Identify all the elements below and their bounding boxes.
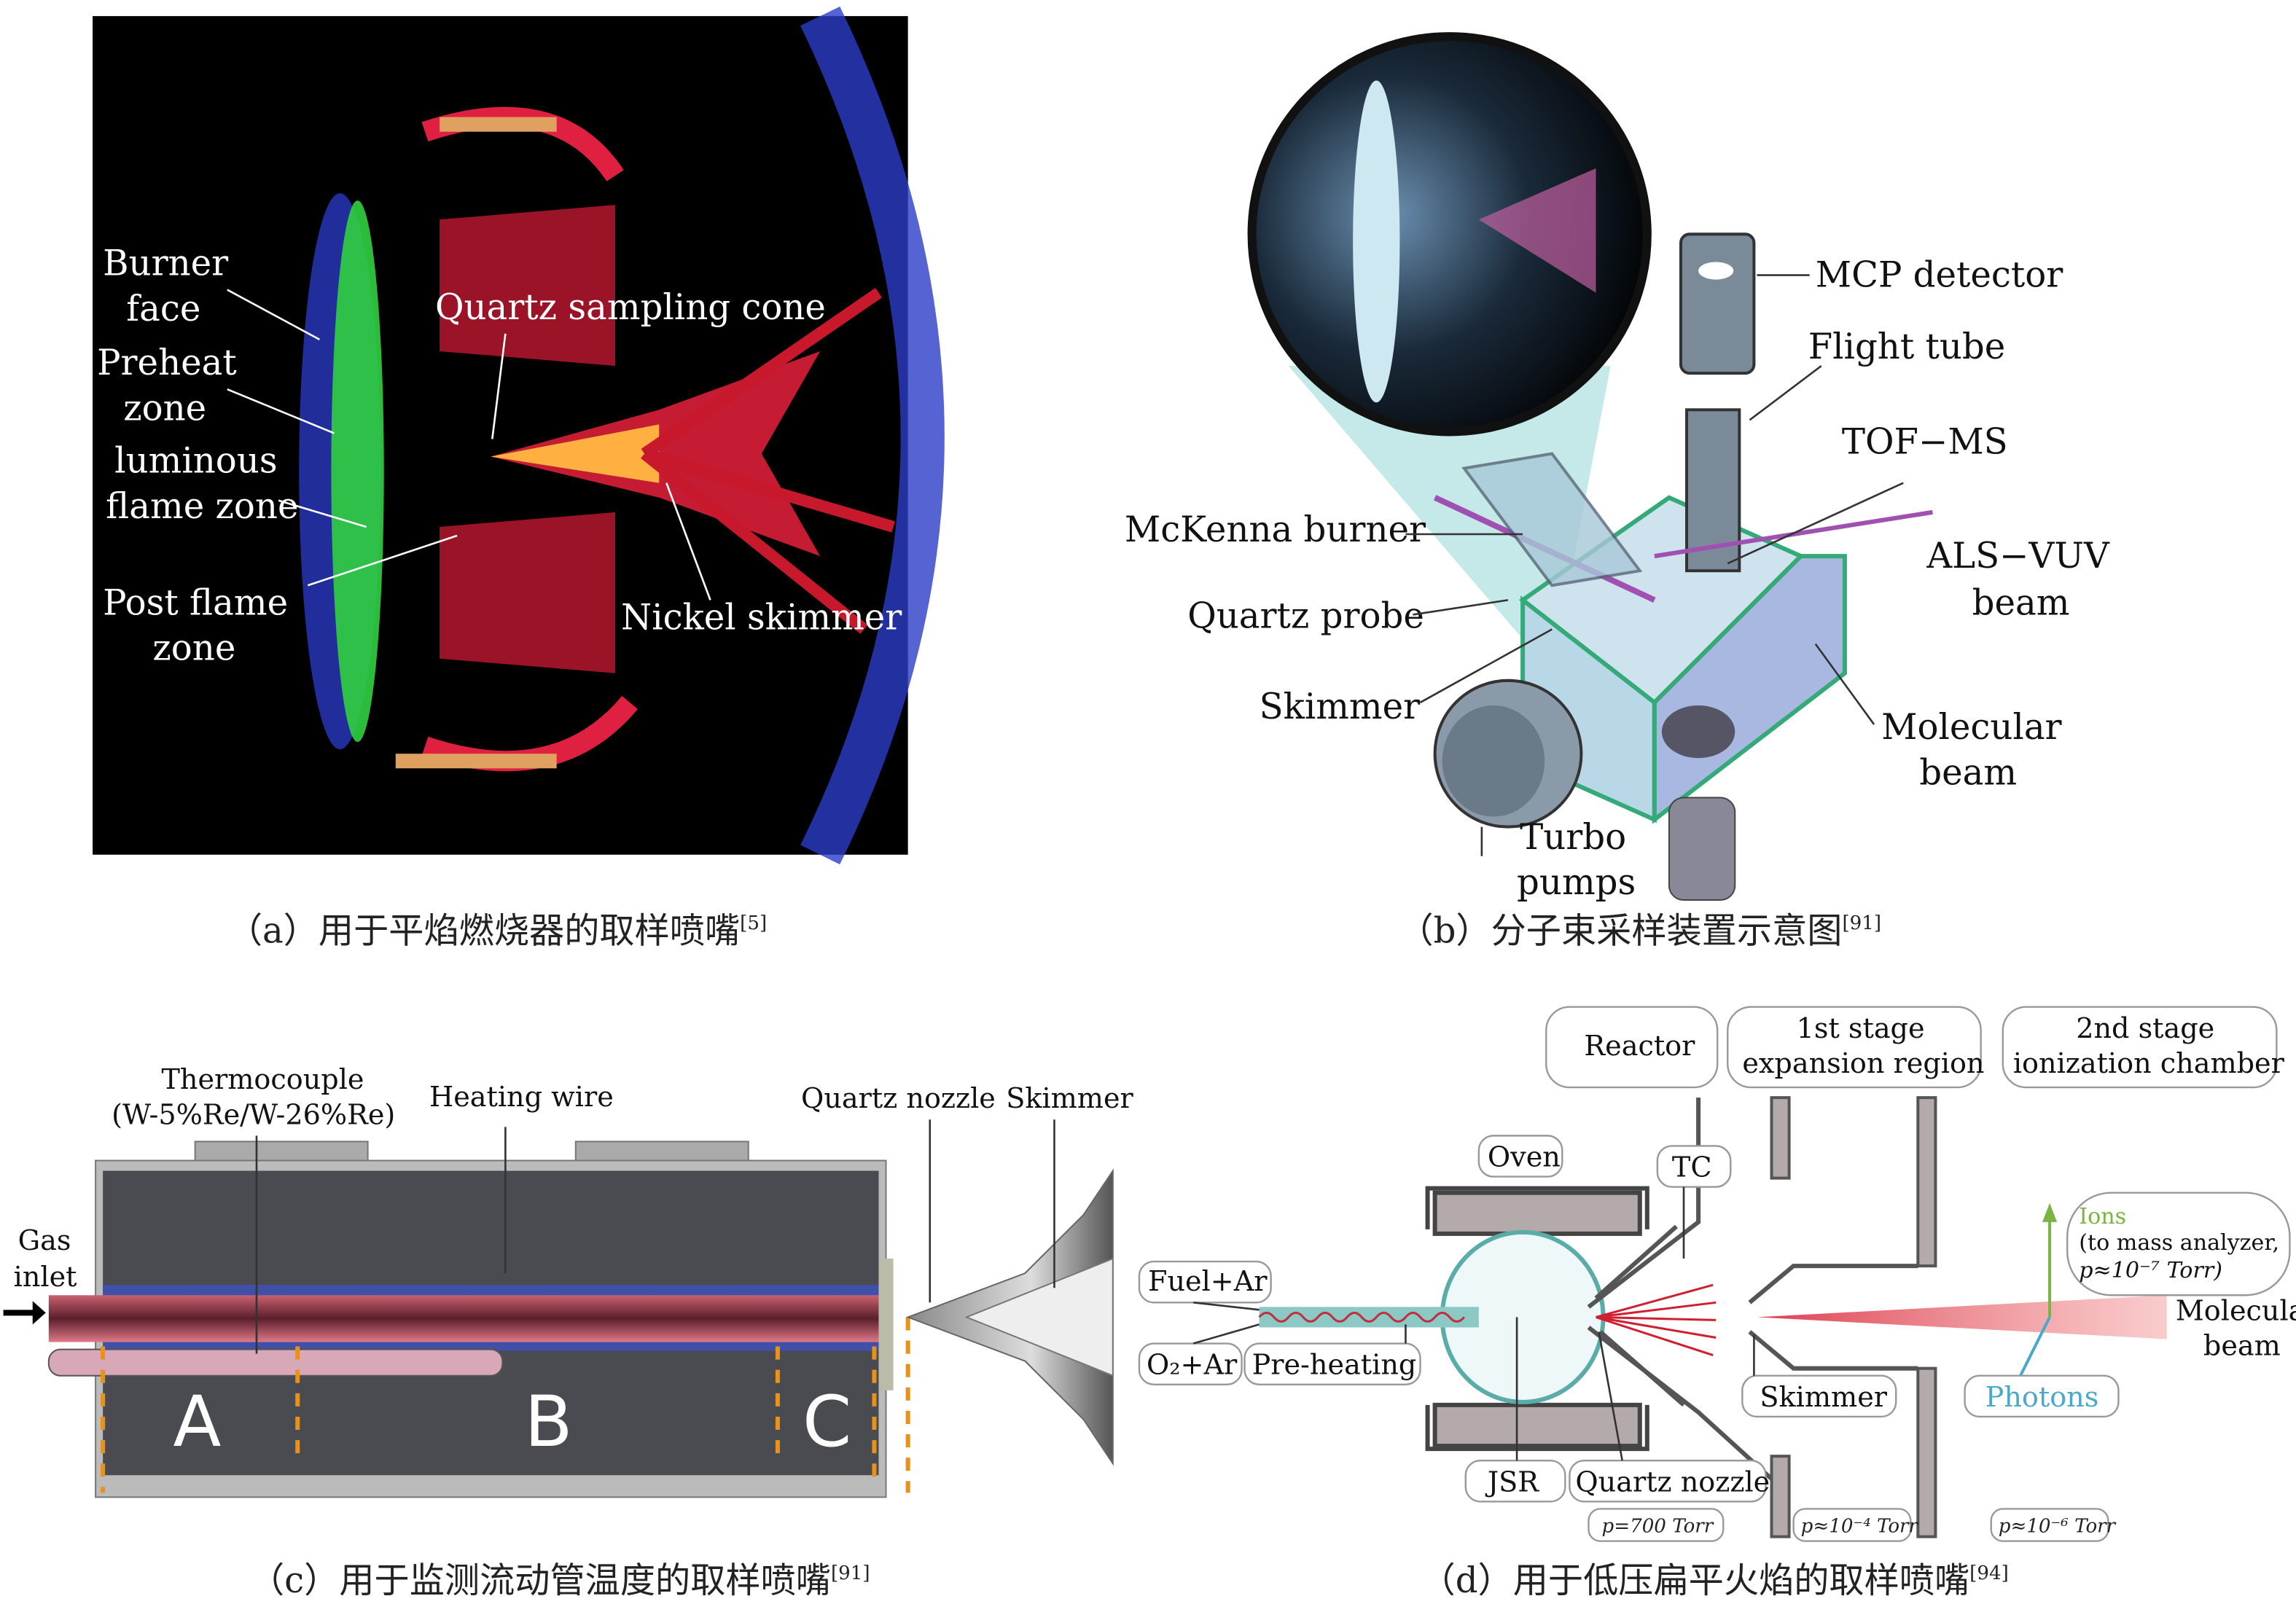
label-molecular-beam-b-2: beam xyxy=(1919,752,2017,793)
label-als-vuv-beam-2: beam xyxy=(1972,582,2070,623)
label-quartz-probe: Quartz probe xyxy=(1187,596,1424,637)
panel-c: A B C Thermocouple (W-5%Re/W-26%Re) Heat… xyxy=(3,1063,1134,1601)
label-molecular-beam-d-2: beam xyxy=(2203,1330,2281,1362)
zone-b: B xyxy=(525,1381,573,1463)
label-second-stage: 2nd stage xyxy=(2076,1012,2214,1044)
label-first-stage: 1st stage xyxy=(1797,1012,1925,1044)
panel-c-labels: Thermocouple (W-5%Re/W-26%Re) Heating wi… xyxy=(3,1063,1134,1354)
caption-c: （c）用于监测流动管温度的取样喷嘴[91] xyxy=(249,1560,870,1601)
panel-d: Reactor 1st stage expansion region 2nd s… xyxy=(1138,1006,2296,1601)
label-thermocouple-2: (W-5%Re/W-26%Re) xyxy=(112,1098,395,1130)
caption-b: （b）分子束采样装置示意图[91] xyxy=(1398,910,1881,951)
label-molecular-beam-d: Molecular xyxy=(2176,1294,2296,1326)
zone-c: C xyxy=(803,1381,851,1463)
label-mckenna-burner: McKenna burner xyxy=(1125,509,1426,550)
zone-labels: A B C xyxy=(173,1381,852,1463)
label-ions-pressure: p≈10⁻⁷ Torr) xyxy=(2079,1258,2222,1283)
pressure-first-stage: p≈10⁻⁴ Torr xyxy=(1801,1516,1919,1538)
label-preheat-zone-2: zone xyxy=(123,388,206,429)
flame-zone xyxy=(331,200,384,743)
label-o2-ar: O₂+Ar xyxy=(1147,1349,1238,1381)
flame-magnifier xyxy=(1247,32,1652,437)
panel-b: MCP detector Flight tube TOF−MS McKenna … xyxy=(1125,32,2110,951)
label-quartz-sampling-cone: Quartz sampling cone xyxy=(435,287,826,328)
label-molecular-beam-b: Molecular xyxy=(1881,707,2062,748)
label-heating-wire: Heating wire xyxy=(429,1081,614,1113)
label-luminous-flame-zone: luminous xyxy=(114,441,277,482)
pressure-reactor: p=700 Torr xyxy=(1602,1516,1714,1538)
label-post-flame-zone: Post flame xyxy=(103,582,288,623)
label-gas-inlet: Gas xyxy=(18,1224,71,1256)
label-skimmer-c: Skimmer xyxy=(1006,1082,1133,1114)
label-photons: Photons xyxy=(1985,1381,2099,1413)
ions-box xyxy=(2066,1192,2291,1296)
flow-tube xyxy=(48,1295,880,1342)
zone-a: A xyxy=(173,1381,222,1463)
label-mcp-detector: MCP detector xyxy=(1816,255,2064,296)
caption-a: （a）用于平焰燃烧器的取样喷嘴[5] xyxy=(227,910,767,951)
label-tof-ms: TOF−MS xyxy=(1842,422,2008,463)
oven xyxy=(1425,1186,1649,1452)
pressure-labels: p=700 Torr p≈10⁻⁴ Torr p≈10⁻⁶ Torr xyxy=(1588,1508,2117,1542)
reactor-box xyxy=(1545,1006,1719,1089)
label-quartz-nozzle-c: Quartz nozzle xyxy=(801,1082,996,1114)
label-post-flame-zone-2: zone xyxy=(152,628,235,669)
label-fuel-ar: Fuel+Ar xyxy=(1148,1265,1268,1297)
label-tc: TC xyxy=(1672,1151,1712,1184)
panel-a: Burner face Preheat zone luminous flame … xyxy=(93,6,945,951)
label-second-stage-2: ionization chamber xyxy=(2013,1047,2285,1079)
chamber-plates xyxy=(1770,1096,1937,1538)
label-thermocouple: Thermocouple xyxy=(161,1063,364,1095)
label-turbo-pumps: Turbo xyxy=(1520,817,1626,858)
label-ions-note: (to mass analyzer, xyxy=(2079,1230,2279,1256)
panel-a-labels: Burner face Preheat zone luminous flame … xyxy=(97,243,902,669)
label-turbo-pumps-2: pumps xyxy=(1517,862,1636,903)
label-pre-heating: Pre-heating xyxy=(1252,1349,1417,1381)
label-reactor: Reactor xyxy=(1584,1030,1695,1062)
thermocouple-sheath xyxy=(47,1348,504,1377)
flame-photo xyxy=(93,16,908,855)
label-preheat-zone: Preheat xyxy=(97,343,237,383)
photons-line xyxy=(2019,1316,2051,1377)
label-first-stage-2: expansion region xyxy=(1742,1047,1984,1079)
label-als-vuv-beam: ALS−VUV xyxy=(1926,536,2110,576)
label-luminous-flame-zone-2: flame zone xyxy=(106,486,298,527)
label-jsr: JSR xyxy=(1485,1466,1539,1498)
expansion-rays xyxy=(1596,1283,1717,1357)
label-skimmer-b: Skimmer xyxy=(1260,686,1421,727)
panel-b-labels: MCP detector Flight tube TOF−MS McKenna … xyxy=(1125,255,2110,903)
nozzle-skimmer xyxy=(905,1168,1114,1466)
first-stage-box xyxy=(1727,1006,1982,1089)
label-oven: Oven xyxy=(1488,1141,1561,1173)
label-nickel-skimmer: Nickel skimmer xyxy=(621,598,902,638)
molecular-beam xyxy=(1757,1295,2167,1339)
pressure-second-stage: p≈10⁻⁶ Torr xyxy=(1999,1516,2117,1538)
label-quartz-nozzle-d: Quartz nozzle xyxy=(1575,1466,1770,1498)
label-ions: Ions xyxy=(2079,1204,2126,1229)
label-flight-tube: Flight tube xyxy=(1808,326,2006,367)
flight-tube xyxy=(1679,232,1756,573)
label-burner-face-2: face xyxy=(126,289,200,329)
label-gas-inlet-2: inlet xyxy=(14,1261,78,1293)
turbo-pump xyxy=(1433,678,1583,829)
second-stage-box xyxy=(2002,1006,2278,1089)
label-skimmer-d: Skimmer xyxy=(1760,1381,1887,1413)
label-burner-face: Burner xyxy=(103,243,229,284)
caption-d: （d）用于低压扁平火焰的取样喷嘴[94] xyxy=(1421,1560,2009,1601)
